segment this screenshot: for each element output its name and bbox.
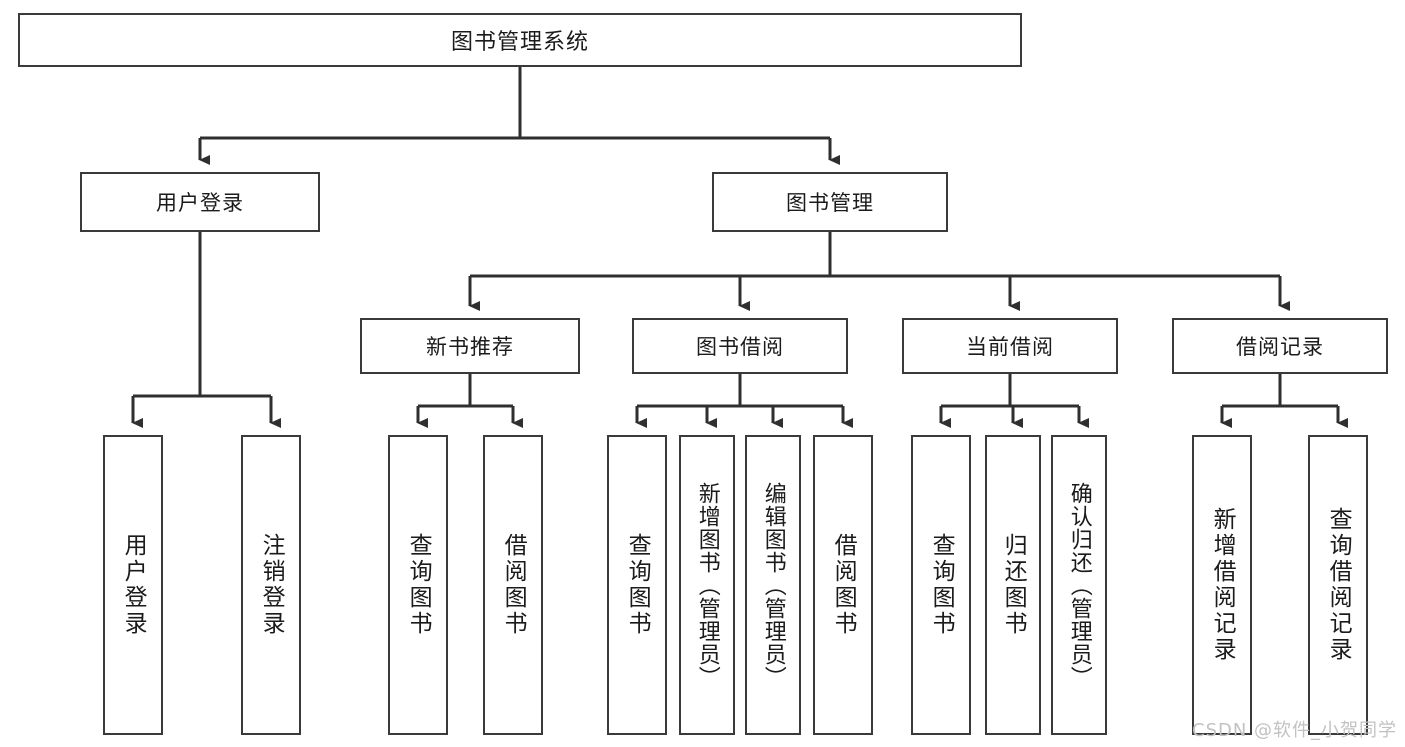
- node-book-borrow-label: 图书借阅: [696, 335, 784, 359]
- leaf-borrow-book-1[interactable]: 借阅图书: [483, 435, 543, 735]
- leaf-confirm-return[interactable]: 确认归还（管理员）: [1051, 435, 1107, 735]
- leaf-query-book-2-label: 查询图书: [624, 533, 651, 637]
- node-new-book-recommend[interactable]: 新书推荐: [360, 318, 580, 374]
- leaf-query-book-1[interactable]: 查询图书: [388, 435, 448, 735]
- leaf-return-book-label: 归还图书: [1000, 533, 1027, 637]
- leaf-add-book[interactable]: 新增图书（管理员）: [679, 435, 735, 735]
- leaf-query-book-1-label: 查询图书: [405, 533, 432, 637]
- leaf-return-book[interactable]: 归还图书: [985, 435, 1041, 735]
- node-root[interactable]: 图书管理系统: [18, 13, 1022, 67]
- node-borrow-record[interactable]: 借阅记录: [1172, 318, 1388, 374]
- leaf-query-book-3[interactable]: 查询图书: [911, 435, 971, 735]
- leaf-borrow-book-2-label: 借阅图书: [830, 533, 857, 637]
- leaf-user-login[interactable]: 用户登录: [103, 435, 163, 735]
- csdn-watermark: CSDN @软件_小贺同学: [1192, 720, 1398, 741]
- node-book-manage[interactable]: 图书管理: [712, 172, 948, 232]
- leaf-user-login-label: 用户登录: [120, 533, 147, 637]
- node-book-borrow[interactable]: 图书借阅: [632, 318, 848, 374]
- node-borrow-record-label: 借阅记录: [1236, 335, 1324, 359]
- leaf-logout[interactable]: 注销登录: [241, 435, 301, 735]
- node-book-manage-label: 图书管理: [786, 191, 874, 215]
- node-user-login[interactable]: 用户登录: [80, 172, 320, 232]
- leaf-query-record-label: 查询借阅记录: [1325, 507, 1352, 663]
- leaf-confirm-return-label: 确认归还（管理员）: [1066, 481, 1092, 689]
- leaf-add-record[interactable]: 新增借阅记录: [1192, 435, 1252, 735]
- leaf-borrow-book-1-label: 借阅图书: [500, 533, 527, 637]
- leaf-edit-book[interactable]: 编辑图书（管理员）: [745, 435, 801, 735]
- node-root-label: 图书管理系统: [450, 30, 589, 55]
- leaf-edit-book-label: 编辑图书（管理员）: [760, 481, 786, 689]
- leaf-add-record-label: 新增借阅记录: [1209, 507, 1236, 663]
- leaf-add-book-label: 新增图书（管理员）: [694, 481, 720, 689]
- leaf-query-record[interactable]: 查询借阅记录: [1308, 435, 1368, 735]
- node-current-borrow-label: 当前借阅: [966, 335, 1054, 359]
- node-new-book-recommend-label: 新书推荐: [426, 335, 514, 359]
- leaf-borrow-book-2[interactable]: 借阅图书: [813, 435, 873, 735]
- leaf-logout-label: 注销登录: [258, 533, 285, 637]
- leaf-query-book-2[interactable]: 查询图书: [607, 435, 667, 735]
- leaf-query-book-3-label: 查询图书: [928, 533, 955, 637]
- node-current-borrow[interactable]: 当前借阅: [902, 318, 1118, 374]
- node-user-login-label: 用户登录: [156, 191, 244, 215]
